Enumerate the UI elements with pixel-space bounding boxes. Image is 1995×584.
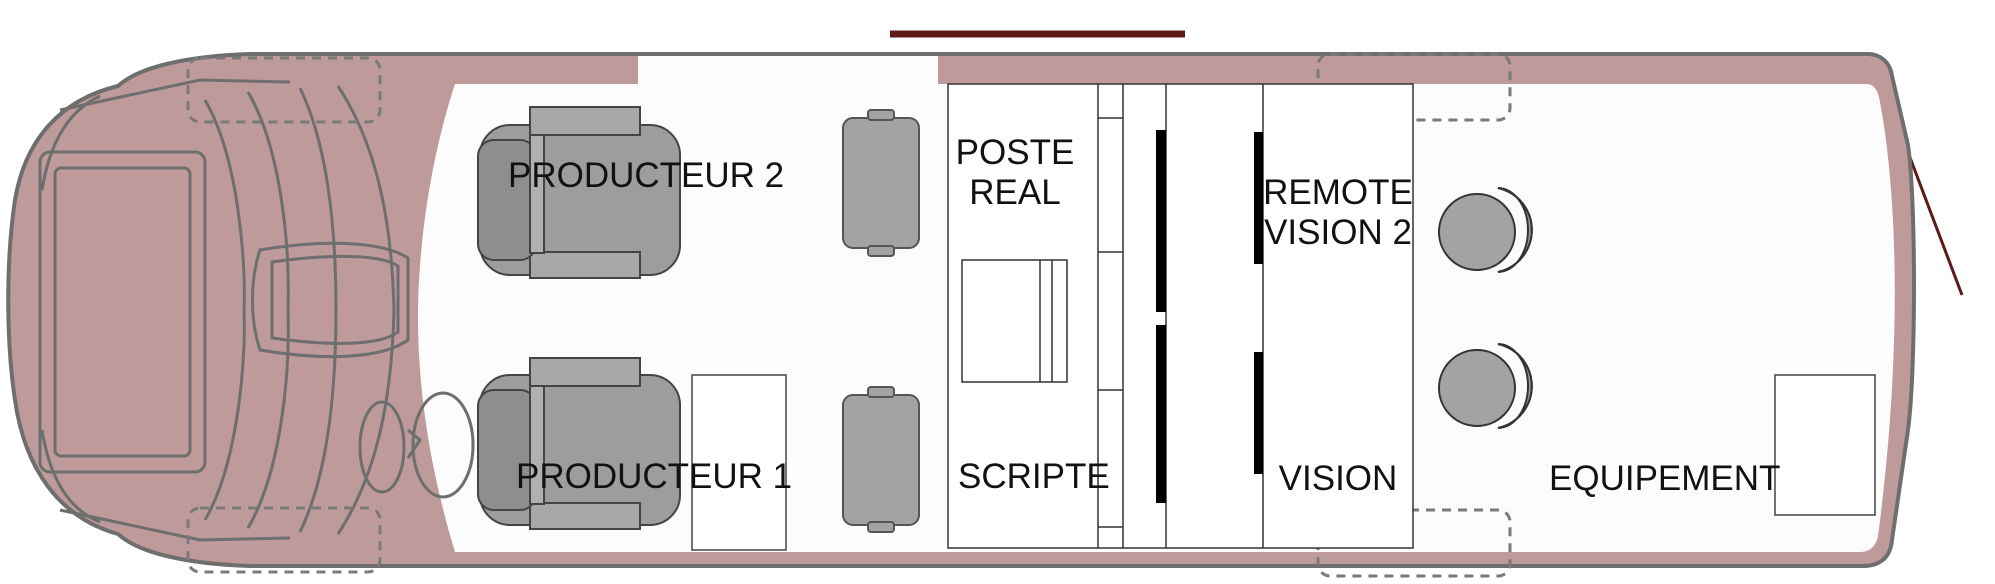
label-producteur-1: PRODUCTEUR 1 [516,457,792,496]
screen-left-bottom [1156,325,1166,503]
screens[interactable] [1156,130,1263,503]
side-table [691,374,787,551]
label-scripte: SCRIPTE [958,457,1110,496]
round-seat-bottom [1438,343,1533,429]
front-right-wheel [186,506,382,574]
screen-right-bottom [1254,352,1263,474]
front-left-wheel [186,56,382,124]
armchair-producteur-1 [477,357,681,530]
cab [38,78,475,542]
stool-top [842,117,920,249]
armchair-producteur-2 [477,106,681,279]
monitor-block [961,259,1068,383]
label-vision: VISION [1279,459,1398,498]
label-remote-vision-1: REMOTE [1263,173,1413,212]
label-poste-real-1: POSTE [956,133,1075,172]
label-producteur-2: PRODUCTEUR 2 [508,156,784,195]
label-equipement: EQUIPEMENT [1549,459,1780,498]
screen-right-top [1254,132,1263,264]
control-desk [947,83,1414,549]
screen-left-top [1156,130,1166,312]
equipment-rack [1774,374,1876,516]
label-poste-real-2: REAL [969,173,1060,212]
stool-bottom [842,394,920,526]
round-seat-top [1438,187,1533,273]
label-remote-vision-2: VISION 2 [1264,213,1412,252]
stools [842,109,920,533]
